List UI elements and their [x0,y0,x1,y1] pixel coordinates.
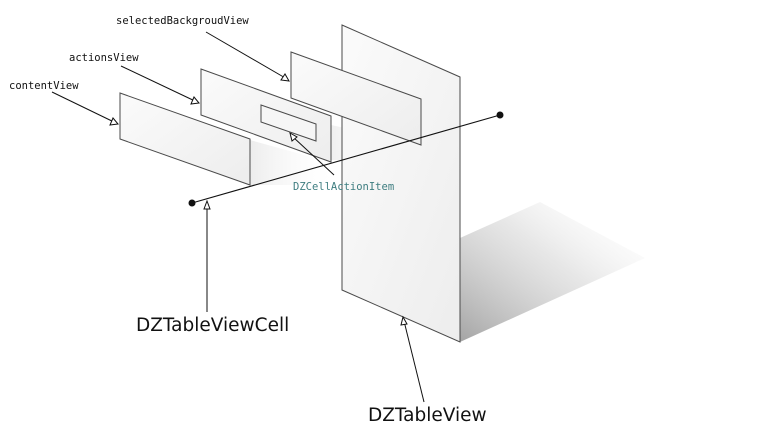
axis-endpoint-right [496,111,504,119]
content-view-panel [119,92,251,186]
content-view-leader [51,91,117,124]
axis-endpoint-left [188,199,196,207]
cell-action-item-label: DZCellActionItem [293,181,394,193]
cell-action-item-leader [292,136,335,176]
table-view-arrowhead [400,315,408,326]
selected-background-view-arrowhead [280,73,290,82]
table-view-shadow [460,202,645,342]
table-view-cell-arrowhead [203,199,211,210]
selected-background-view-leader [205,31,288,80]
selected-background-view-label: selectedBackgroudView [116,15,249,27]
selected-background-view-panel [290,51,422,146]
table-view-cell-axis [191,114,501,204]
cell-shadow [250,140,340,185]
table-view-leader [403,320,425,403]
table-view-label: DZTableView [368,405,487,426]
actions-view-leader [120,65,198,103]
actions-view-arrowhead [190,96,200,105]
cell-action-item-panel [260,104,317,142]
content-view-arrowhead [109,117,119,126]
table-view-cell-label: DZTableViewCell [136,315,289,336]
actions-view-label: actionsView [69,52,139,64]
content-view-label: contentView [9,80,79,92]
cell-action-item-arrowhead [289,131,298,142]
